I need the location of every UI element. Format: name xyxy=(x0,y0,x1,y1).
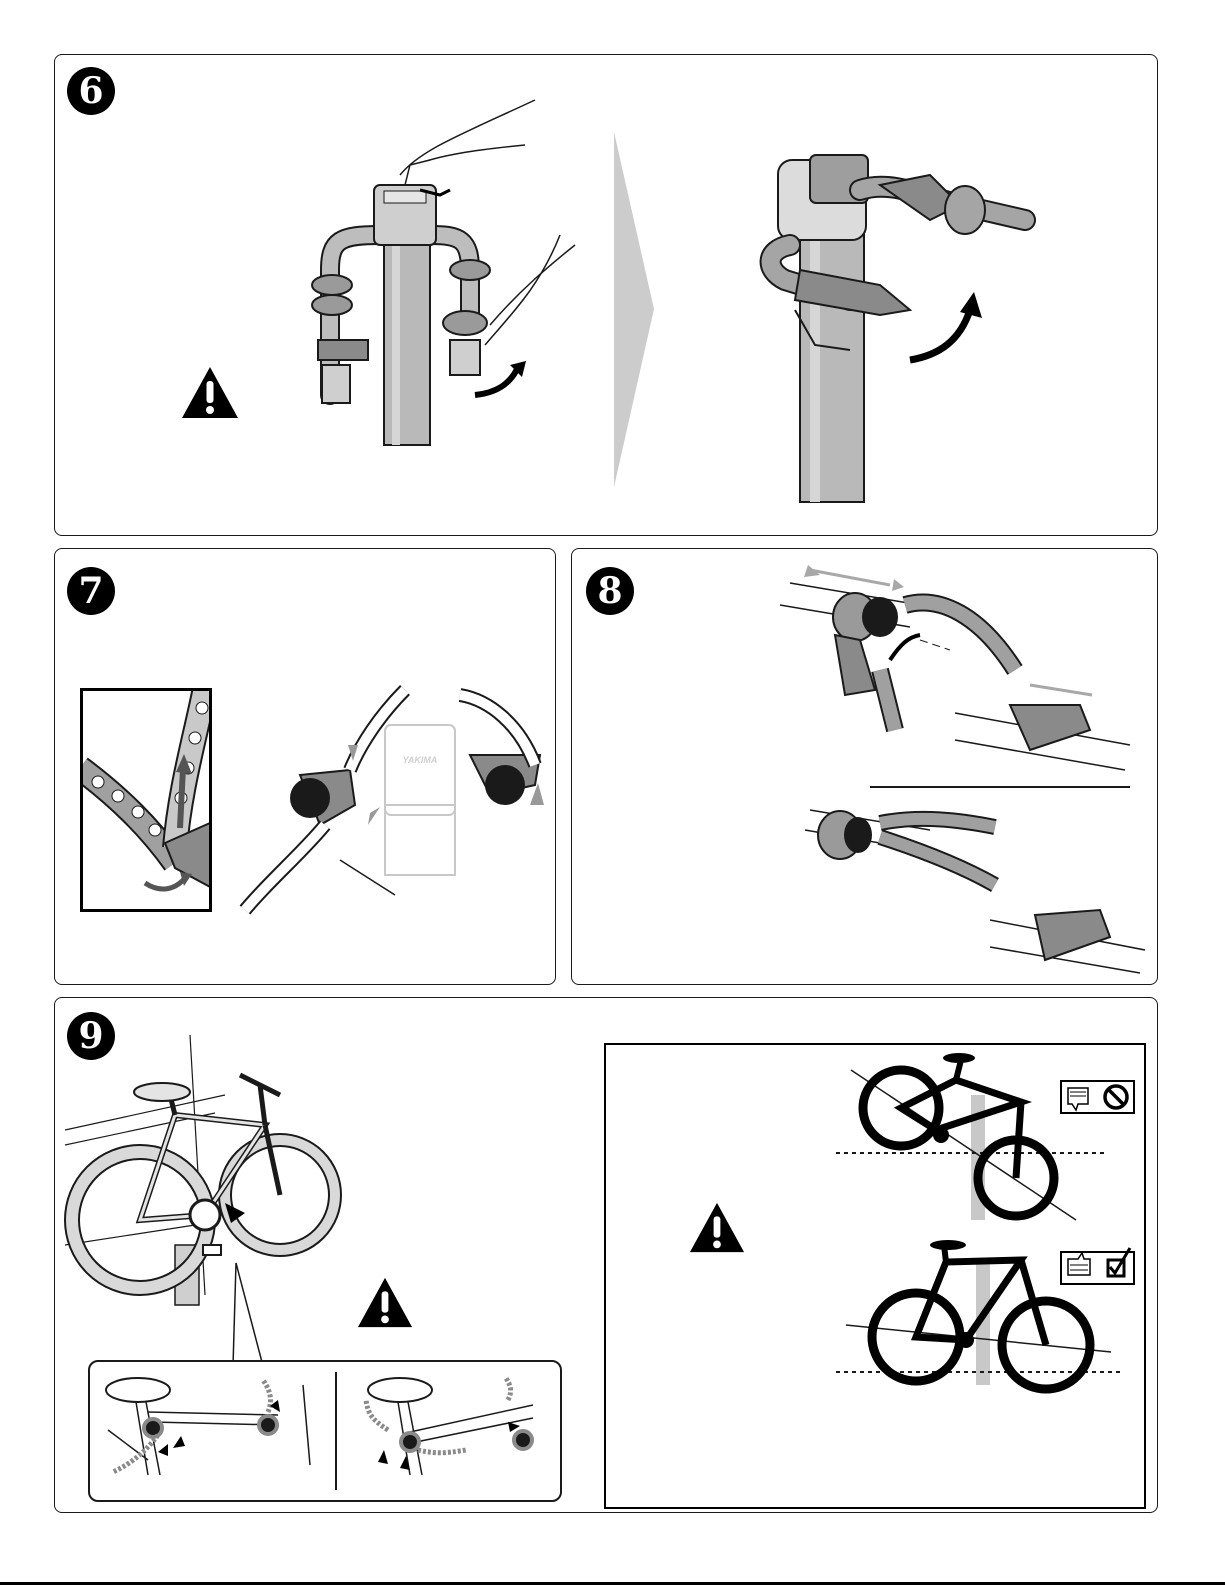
thumbs-down-prohibited-icon xyxy=(1060,1080,1135,1114)
thumbs-up-checkmark-icon xyxy=(1060,1245,1135,1285)
warning-triangle-icon xyxy=(688,1200,746,1255)
strap-position-detail-art xyxy=(88,1360,558,1498)
strap-topview-illustration: YAKIMA xyxy=(240,685,550,925)
warning-triangle-icon xyxy=(180,365,240,420)
step-8-badge: 8 xyxy=(586,567,634,615)
transition-arrow-icon xyxy=(612,132,657,487)
strap-adjust-illustration xyxy=(780,565,1150,975)
callout-pointer xyxy=(228,1258,268,1368)
strap-detail-inset xyxy=(80,688,212,912)
rack-open-illustration xyxy=(760,150,1040,505)
warning-triangle-icon xyxy=(356,1275,414,1330)
brand-mark: YAKIMA xyxy=(403,755,438,765)
step-6-badge: 6 xyxy=(67,67,115,115)
rack-closed-illustration xyxy=(300,95,590,450)
bike-incorrect-orientation-illustration xyxy=(836,1050,1076,1230)
step-7-badge: 7 xyxy=(67,567,115,615)
bike-on-rack-illustration xyxy=(65,1035,335,1320)
